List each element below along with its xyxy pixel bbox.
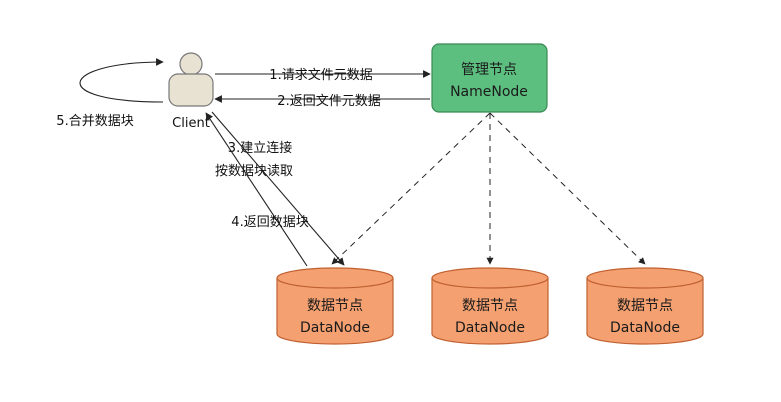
dashed-arrow-datanode-1	[331, 112, 491, 265]
arrow-connect-read	[211, 111, 345, 266]
datanode-3[interactable]: 数据节点 DataNode	[586, 267, 704, 345]
datanode-1[interactable]: 数据节点 DataNode	[276, 267, 394, 345]
namenode-title: 管理节点	[461, 62, 517, 78]
datanode-2-subtitle: DataNode	[455, 320, 525, 336]
namenode-box[interactable]: 管理节点 NameNode	[431, 43, 548, 113]
step-5-label: 5.合并数据块	[56, 114, 133, 129]
datanode-2[interactable]: 数据节点 DataNode	[431, 267, 549, 345]
arrow-merge-loop	[79, 58, 164, 103]
datanode-1-title: 数据节点	[307, 298, 363, 314]
client-actor-icon	[168, 52, 214, 107]
datanode-3-subtitle: DataNode	[610, 320, 680, 336]
step-2-label: 2.返回文件元数据	[277, 94, 380, 109]
namenode-subtitle: NameNode	[450, 84, 528, 100]
datanode-2-title: 数据节点	[462, 298, 518, 314]
dashed-arrow-datanode-3	[489, 112, 646, 265]
step-1-label: 1.请求文件元数据	[269, 68, 372, 83]
arrow-return-blocks	[205, 112, 308, 267]
datanode-3-title: 数据节点	[617, 298, 673, 314]
datanode-1-subtitle: DataNode	[300, 320, 370, 336]
step-4-label: 4.返回数据块	[231, 215, 308, 230]
client-label: Client	[172, 116, 210, 131]
step-3-label-line1: 3.建立连接	[228, 140, 292, 156]
step-3-label-line2: 按数据块读取	[215, 164, 293, 179]
